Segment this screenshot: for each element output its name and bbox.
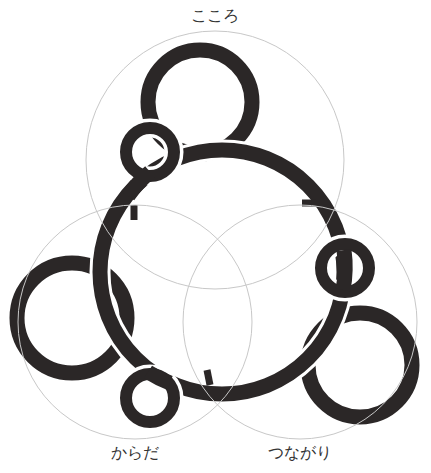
- central-ring-gap: [100, 150, 344, 394]
- central-ring: [100, 150, 344, 394]
- central-ring-over: [148, 372, 170, 383]
- region-outline-circle: [86, 31, 344, 289]
- region-outline: [85, 30, 345, 290]
- region-heading-wrap: つながり: [182, 443, 418, 464]
- link-ring-gap: [321, 244, 369, 292]
- region-heading-wrap: からだ: [17, 443, 253, 464]
- tick-mark: [207, 370, 210, 385]
- region-heading: こころ: [188, 6, 242, 25]
- central-ring-over: [128, 172, 150, 196]
- region-heading: つながり: [265, 443, 335, 462]
- link-ring: [321, 244, 369, 292]
- central-ring-over: [343, 250, 345, 290]
- tick-mark: [131, 205, 138, 220]
- region-outline: [182, 204, 418, 440]
- link-ring: [126, 128, 174, 176]
- region-heading: からだ: [108, 443, 162, 462]
- region-outline-circle: [183, 205, 417, 439]
- region-circle: つながり: [182, 204, 418, 440]
- region-circle: こころ: [85, 30, 345, 290]
- region-heading-wrap: こころ: [85, 6, 345, 27]
- link-ring-gap: [126, 128, 174, 176]
